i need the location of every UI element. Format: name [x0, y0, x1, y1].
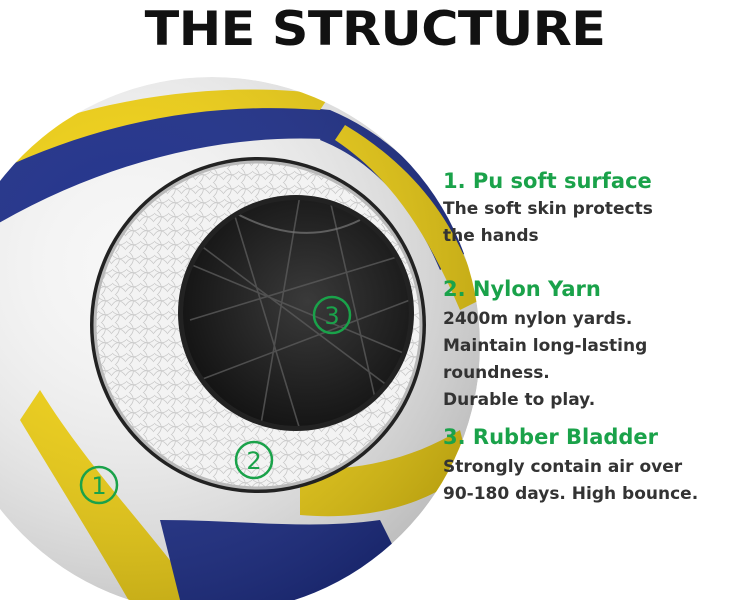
feature-description-line: 2400m nylon yards. — [443, 309, 633, 329]
cutaway — [90, 157, 426, 493]
page-title: THE STRUCTURE — [144, 2, 606, 57]
marker-3: 3 — [312, 295, 352, 335]
feature-description-line: 90-180 days. High bounce. — [443, 484, 699, 504]
feature-description-line: Durable to play. — [443, 390, 596, 410]
marker-1-label: 1 — [91, 472, 106, 500]
feature-rubber-bladder: 3. Rubber Bladder Strongly contain air o… — [443, 425, 743, 508]
marker-1: 1 — [79, 465, 119, 505]
feature-description-line: The soft skin protects — [443, 199, 653, 219]
feature-title: 1. Pu soft surface — [443, 169, 652, 193]
feature-description-line: Strongly contain air over — [443, 457, 683, 477]
marker-3-label: 3 — [324, 302, 339, 330]
feature-title: 3. Rubber Bladder — [443, 425, 659, 449]
marker-2-label: 2 — [246, 447, 261, 475]
feature-nylon-yarn: 2. Nylon Yarn 2400m nylon yards. Maintai… — [443, 277, 743, 414]
feature-description-line: roundness. — [443, 363, 550, 383]
feature-pu-surface: 1. Pu soft surface The soft skin protect… — [443, 169, 743, 250]
feature-description-line: the hands — [443, 226, 539, 246]
feature-description-line: Maintain long-lasting — [443, 336, 648, 356]
feature-title: 2. Nylon Yarn — [443, 277, 601, 301]
marker-2: 2 — [234, 440, 274, 480]
